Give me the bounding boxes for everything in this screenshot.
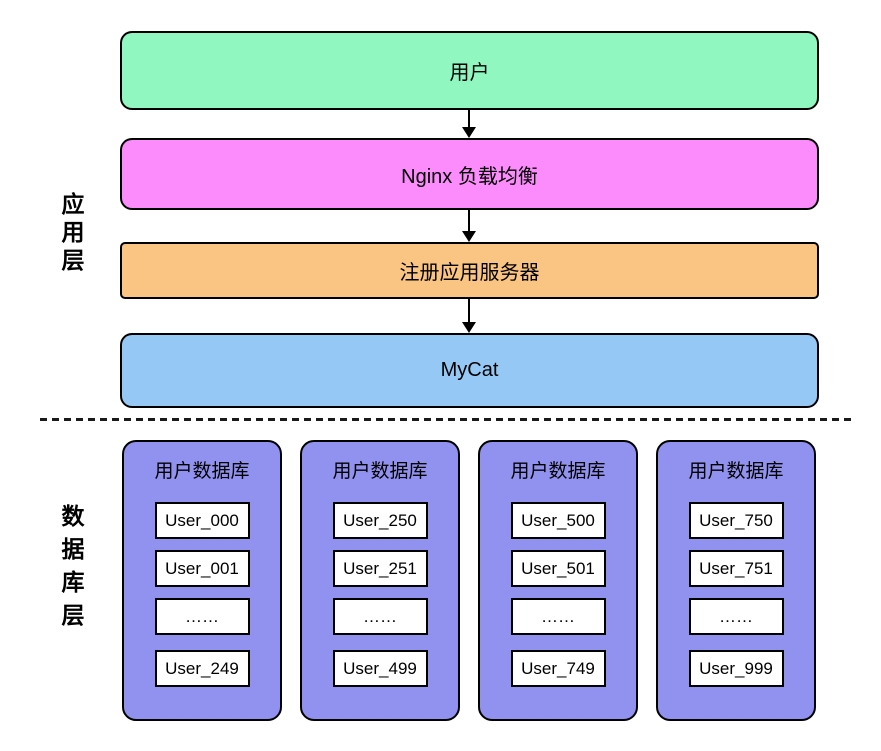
db-cluster-title: 用户数据库 bbox=[332, 461, 428, 482]
db-cluster-title: 用户数据库 bbox=[688, 461, 784, 482]
db-table-label: User_250 bbox=[343, 510, 417, 530]
db-cluster-2: 用户数据库 User_250 User_251 …… User_499 bbox=[300, 440, 460, 721]
arrow-down-icon bbox=[461, 322, 476, 333]
db-table-label: User_501 bbox=[521, 558, 595, 578]
layer-divider-dashed-line bbox=[40, 418, 856, 421]
db-table-label: User_500 bbox=[521, 510, 595, 530]
db-cluster-4: 用户数据库 User_750 User_751 …… User_999 bbox=[656, 440, 816, 721]
db-table-label: User_749 bbox=[521, 658, 595, 678]
db-table: User_250 bbox=[332, 502, 428, 539]
arrow-shaft bbox=[467, 110, 470, 127]
db-table: User_749 bbox=[510, 650, 606, 687]
db-table-ellipsis: …… bbox=[154, 598, 250, 635]
db-table-ellipsis: …… bbox=[510, 598, 606, 635]
db-table: User_751 bbox=[688, 550, 784, 587]
db-table-label: …… bbox=[541, 606, 575, 626]
db-table: User_500 bbox=[510, 502, 606, 539]
db-cluster-title: 用户数据库 bbox=[154, 461, 250, 482]
arrow-down-icon bbox=[461, 231, 476, 242]
node-mycat: MyCat bbox=[120, 333, 819, 408]
node-nginx-label: Nginx 负载均衡 bbox=[401, 165, 538, 188]
db-table: User_001 bbox=[154, 550, 250, 587]
arrow-users-to-nginx bbox=[461, 110, 476, 138]
arrow-app-server-to-mycat bbox=[461, 299, 476, 333]
arrow-nginx-to-app-server bbox=[461, 210, 476, 242]
arrow-shaft bbox=[467, 299, 470, 322]
db-table: User_999 bbox=[688, 650, 784, 687]
db-table-label: User_251 bbox=[343, 558, 417, 578]
db-table: User_501 bbox=[510, 550, 606, 587]
app-layer-label: 应用层 bbox=[58, 192, 84, 276]
db-table-label: …… bbox=[363, 606, 397, 626]
db-table-ellipsis: …… bbox=[688, 598, 784, 635]
node-users-label: 用户 bbox=[449, 62, 490, 84]
db-table: User_249 bbox=[154, 650, 250, 687]
db-table-label: …… bbox=[719, 606, 753, 626]
db-table-label: User_000 bbox=[165, 510, 239, 530]
db-table-label: …… bbox=[185, 606, 219, 626]
db-table-label: User_249 bbox=[165, 658, 239, 678]
db-table: User_750 bbox=[688, 502, 784, 539]
db-table-label: User_999 bbox=[699, 658, 773, 678]
db-table: User_499 bbox=[332, 650, 428, 687]
db-table-ellipsis: …… bbox=[332, 598, 428, 635]
db-table-label: User_499 bbox=[343, 658, 417, 678]
db-table-label: User_751 bbox=[699, 558, 773, 578]
node-mycat-label: MyCat bbox=[440, 359, 499, 381]
db-cluster-title: 用户数据库 bbox=[510, 461, 606, 482]
db-table-label: User_750 bbox=[699, 510, 773, 530]
db-table: User_251 bbox=[332, 550, 428, 587]
db-cluster-3: 用户数据库 User_500 User_501 …… User_749 bbox=[478, 440, 638, 721]
node-register-app-server: 注册应用服务器 bbox=[120, 242, 819, 299]
arrow-down-icon bbox=[461, 127, 476, 138]
db-cluster-1: 用户数据库 User_000 User_001 …… User_249 bbox=[122, 440, 282, 721]
node-nginx-load-balancer: Nginx 负载均衡 bbox=[120, 138, 819, 210]
db-table-label: User_001 bbox=[165, 558, 239, 578]
db-table: User_000 bbox=[154, 502, 250, 539]
node-appsrv-label: 注册应用服务器 bbox=[399, 262, 540, 284]
db-layer-label: 数据库层 bbox=[58, 504, 84, 636]
node-users: 用户 bbox=[120, 31, 819, 110]
arrow-shaft bbox=[467, 210, 470, 231]
